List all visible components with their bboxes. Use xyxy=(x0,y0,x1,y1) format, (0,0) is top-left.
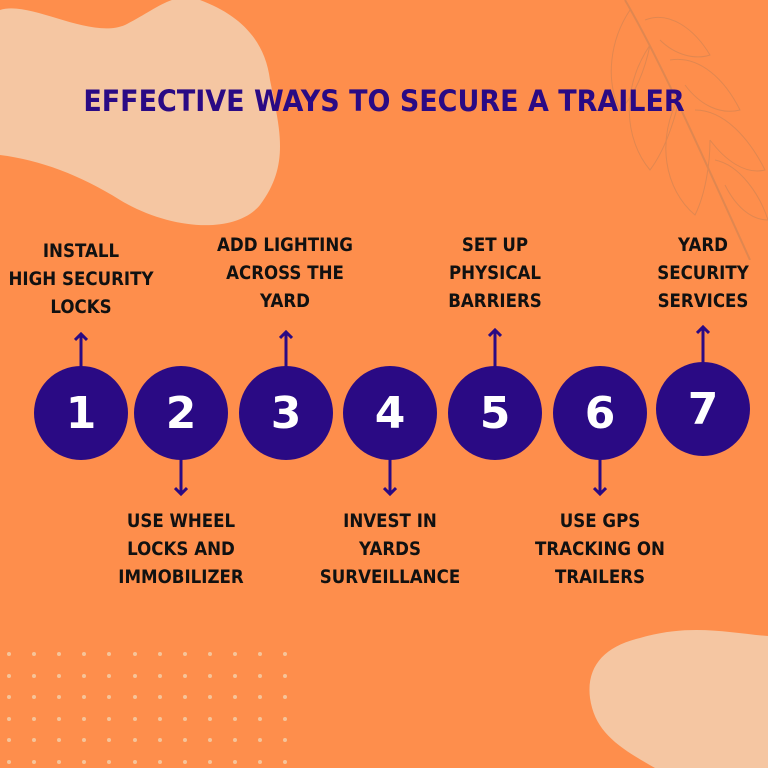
grid-dot xyxy=(283,759,288,764)
grid-dot xyxy=(7,673,11,678)
bottom-right-blob xyxy=(589,629,768,768)
page-title: EFFECTIVE WAYS TO SECURE A TRAILER xyxy=(83,84,685,118)
grid-dot xyxy=(107,759,112,764)
grid-dot xyxy=(7,695,11,699)
step-5-circle: 5 xyxy=(448,366,542,460)
grid-dot xyxy=(132,738,137,742)
feather-watermark-icon xyxy=(610,0,768,260)
grid-dot xyxy=(32,759,37,764)
step-1-circle: 1 xyxy=(34,366,128,460)
grid-dot xyxy=(132,673,137,678)
grid-dot xyxy=(207,738,212,742)
grid-dot xyxy=(258,673,262,678)
grid-dot xyxy=(107,716,112,721)
grid-dot xyxy=(283,716,288,721)
grid-dot xyxy=(57,673,62,678)
grid-dot xyxy=(32,716,37,721)
grid-dot xyxy=(182,738,187,742)
grid-dot xyxy=(107,695,112,699)
grid-dot xyxy=(57,716,62,721)
grid-dot xyxy=(82,716,87,721)
grid-dot xyxy=(182,673,187,678)
grid-dot xyxy=(182,652,187,656)
grid-dot xyxy=(157,738,162,742)
arrow-down-icon xyxy=(174,458,188,497)
step-4-circle: 4 xyxy=(343,366,437,460)
grid-dot xyxy=(157,673,162,678)
grid-dot xyxy=(7,759,11,764)
grid-dot xyxy=(82,652,87,656)
grid-dot xyxy=(283,673,288,678)
top-left-blob xyxy=(0,0,280,226)
grid-dot xyxy=(232,673,237,678)
grid-dot xyxy=(283,652,288,656)
grid-dot xyxy=(207,652,212,656)
grid-dot xyxy=(182,695,187,699)
arrow-up-icon xyxy=(279,330,293,368)
grid-dot xyxy=(157,759,162,764)
grid-dot xyxy=(7,716,11,721)
grid-dot xyxy=(132,716,137,721)
grid-dot xyxy=(82,695,87,699)
arrow-down-icon xyxy=(593,458,607,497)
grid-dot xyxy=(182,716,187,721)
grid-dot xyxy=(7,652,11,656)
step-6-circle: 6 xyxy=(553,366,647,460)
grid-dot xyxy=(157,695,162,699)
step-2-circle: 2 xyxy=(134,366,228,460)
grid-dot xyxy=(32,673,37,678)
grid-dot xyxy=(132,695,137,699)
grid-dot xyxy=(283,738,288,742)
grid-dot xyxy=(232,759,237,764)
grid-dot xyxy=(232,652,237,656)
grid-dot xyxy=(207,695,212,699)
grid-dot xyxy=(232,716,237,721)
grid-dot xyxy=(157,652,162,656)
grid-dot xyxy=(258,716,262,721)
grid-dot xyxy=(132,652,137,656)
grid-dot xyxy=(207,716,212,721)
grid-dot xyxy=(207,759,212,764)
arrow-down-icon xyxy=(383,458,397,497)
grid-dot xyxy=(258,759,262,764)
grid-dot xyxy=(57,759,62,764)
grid-dot xyxy=(107,738,112,742)
grid-dot xyxy=(82,673,87,678)
grid-dot xyxy=(207,673,212,678)
grid-dot xyxy=(7,738,11,742)
arrow-up-icon xyxy=(488,328,502,368)
grid-dot xyxy=(57,738,62,742)
grid-dot xyxy=(32,695,37,699)
arrow-up-icon xyxy=(74,332,88,368)
arrow-up-icon xyxy=(696,325,710,365)
grid-dot xyxy=(132,759,137,764)
grid-dot xyxy=(258,652,262,656)
grid-dot xyxy=(258,695,262,699)
grid-dot xyxy=(258,738,262,742)
grid-dot xyxy=(32,652,37,656)
grid-dot xyxy=(107,673,112,678)
grid-dot xyxy=(283,695,288,699)
grid-dot xyxy=(57,652,62,656)
grid-dot xyxy=(232,695,237,699)
grid-dot xyxy=(107,652,112,656)
grid-dot xyxy=(32,738,37,742)
step-7-circle: 7 xyxy=(656,362,750,456)
grid-dot xyxy=(182,759,187,764)
grid-dot xyxy=(57,695,62,699)
grid-dot xyxy=(232,738,237,742)
grid-dot xyxy=(82,759,87,764)
step-3-circle: 3 xyxy=(239,366,333,460)
grid-dot xyxy=(157,716,162,721)
grid-dot xyxy=(82,738,87,742)
